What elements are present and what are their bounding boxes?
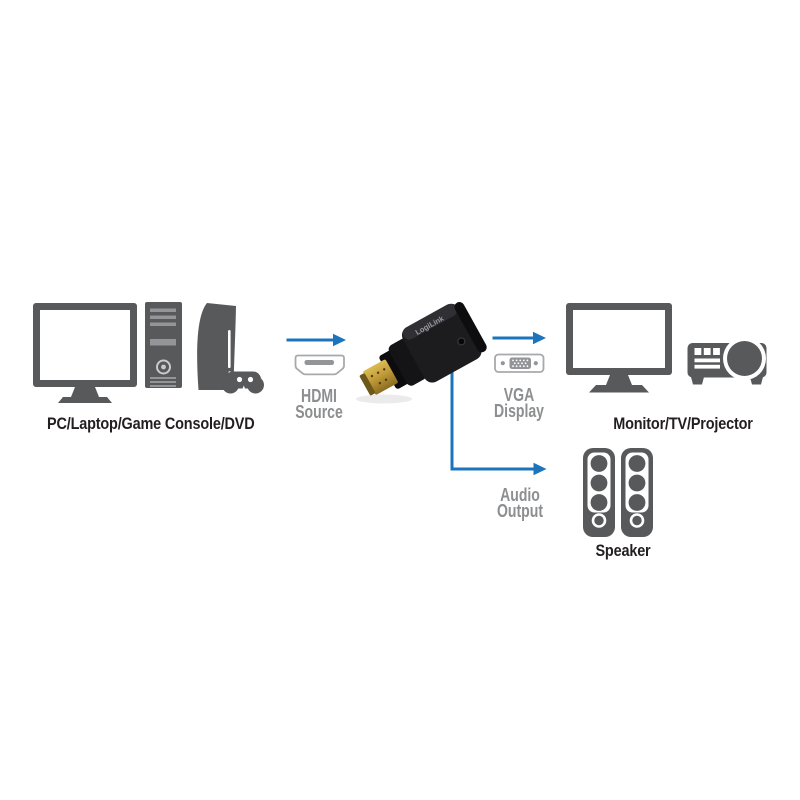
- gamepad-icon: [222, 371, 264, 394]
- hdmi-source-label: HDMI Source: [295, 386, 343, 422]
- source-devices-label: PC/Laptop/Game Console/DVD: [47, 414, 255, 433]
- speaker-label: Speaker: [595, 541, 651, 560]
- vga-arrow-icon: [492, 331, 546, 345]
- audio-output-label: Audio Output: [496, 485, 543, 521]
- speaker-right: [621, 448, 653, 537]
- speakers-icon: [583, 448, 653, 537]
- monitor-icon: [566, 303, 672, 393]
- desktop-monitor-icon: [33, 303, 137, 403]
- adapter-image: LogiLink: [356, 302, 487, 404]
- speaker-left: [583, 448, 615, 537]
- vga-port-icon: [494, 353, 545, 373]
- display-devices-label: Monitor/TV/Projector: [613, 414, 753, 433]
- hdmi-arrow-icon: [286, 333, 346, 347]
- audio-line: [450, 358, 547, 476]
- projector-icon: [687, 337, 767, 385]
- vga-display-label: VGA Display: [494, 385, 544, 421]
- game-console-icon: [197, 303, 236, 390]
- pc-tower-icon: [145, 302, 182, 388]
- hdmi-port-icon: [294, 354, 345, 376]
